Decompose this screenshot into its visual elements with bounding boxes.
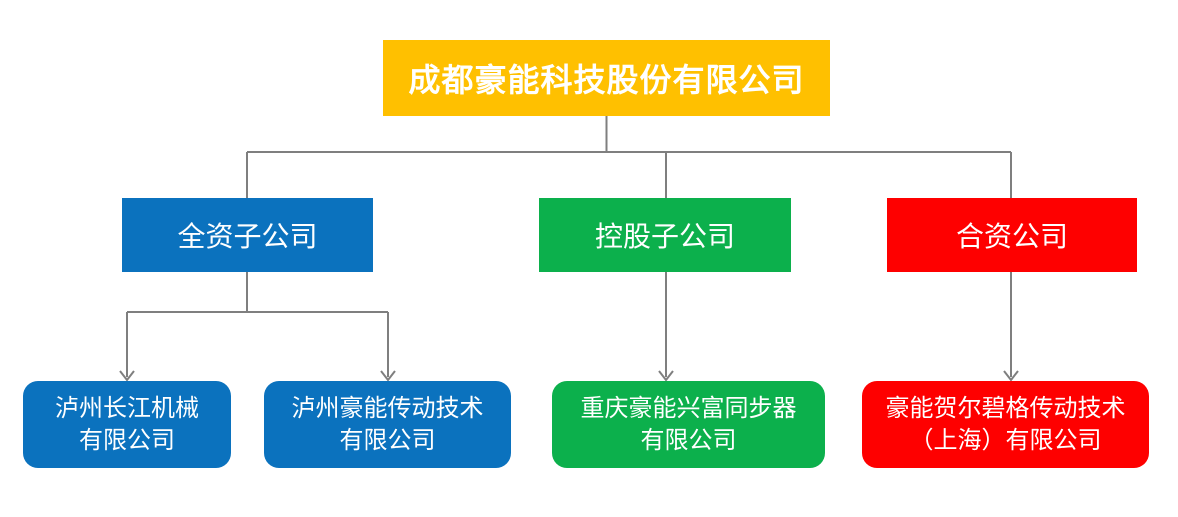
connector-wholly-owned-branch — [126, 272, 389, 377]
arrow-down-icon — [380, 370, 396, 382]
node-category-joint-venture: 合资公司 — [887, 198, 1137, 272]
arrow-down-icon — [119, 370, 135, 382]
arrow-down-icon — [1003, 370, 1019, 382]
node-subsidiary-chongqing-haoneng-xingfu: 重庆豪能兴富同步器 有限公司 — [552, 381, 825, 468]
connector-root-to-categories — [246, 116, 1012, 198]
node-subsidiary-luzhou-haoneng: 泸州豪能传动技术 有限公司 — [264, 381, 511, 468]
node-root-company: 成都豪能科技股份有限公司 — [383, 40, 830, 116]
node-category-wholly-owned-subsidiary: 全资子公司 — [122, 198, 373, 272]
node-category-holding-subsidiary: 控股子公司 — [539, 198, 791, 272]
node-subsidiary-luzhou-changjiang: 泸州长江机械 有限公司 — [23, 381, 231, 468]
arrow-down-icon — [658, 370, 674, 382]
node-subsidiary-haoneng-hoerbiger-shanghai: 豪能贺尔碧格传动技术 （上海）有限公司 — [862, 381, 1149, 468]
